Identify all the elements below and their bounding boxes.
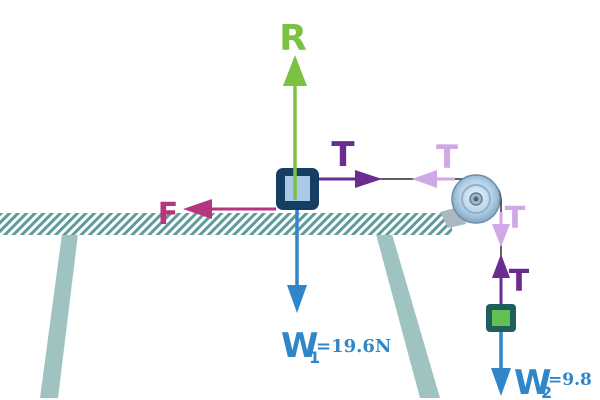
weight2-label-value: =9.8 [548,370,592,390]
tension-arrow-right [319,170,382,188]
table-leg-left [40,234,78,398]
block-2 [486,304,516,332]
tension-arrow-faded-left [412,170,455,188]
pulley [451,174,501,224]
friction-label: F [158,197,179,232]
normal-force-arrow [283,55,307,182]
block-1 [276,168,319,210]
weight1-label-letter: W [281,326,319,366]
weight2-label-letter: W [514,363,552,400]
tension-arrow-up [492,254,510,304]
weight1-arrow [287,200,307,313]
weight1-label-value: =19.6N [316,336,391,357]
table-leg-right [376,234,440,398]
tension-arrow-faded-down [492,212,510,247]
tension-label-up: T [509,264,530,299]
weight2-arrow [491,330,511,396]
tension-label-right: T [331,135,355,175]
table-top [0,213,452,235]
weight2-label-sub: 2 [541,383,552,400]
friction-arrow [183,199,276,219]
weight1-label-sub: 1 [309,348,320,367]
tension-label-faded-left: T [436,138,458,176]
tension-label-faded-down: T [505,201,526,236]
normal-force-label: R [279,18,307,59]
